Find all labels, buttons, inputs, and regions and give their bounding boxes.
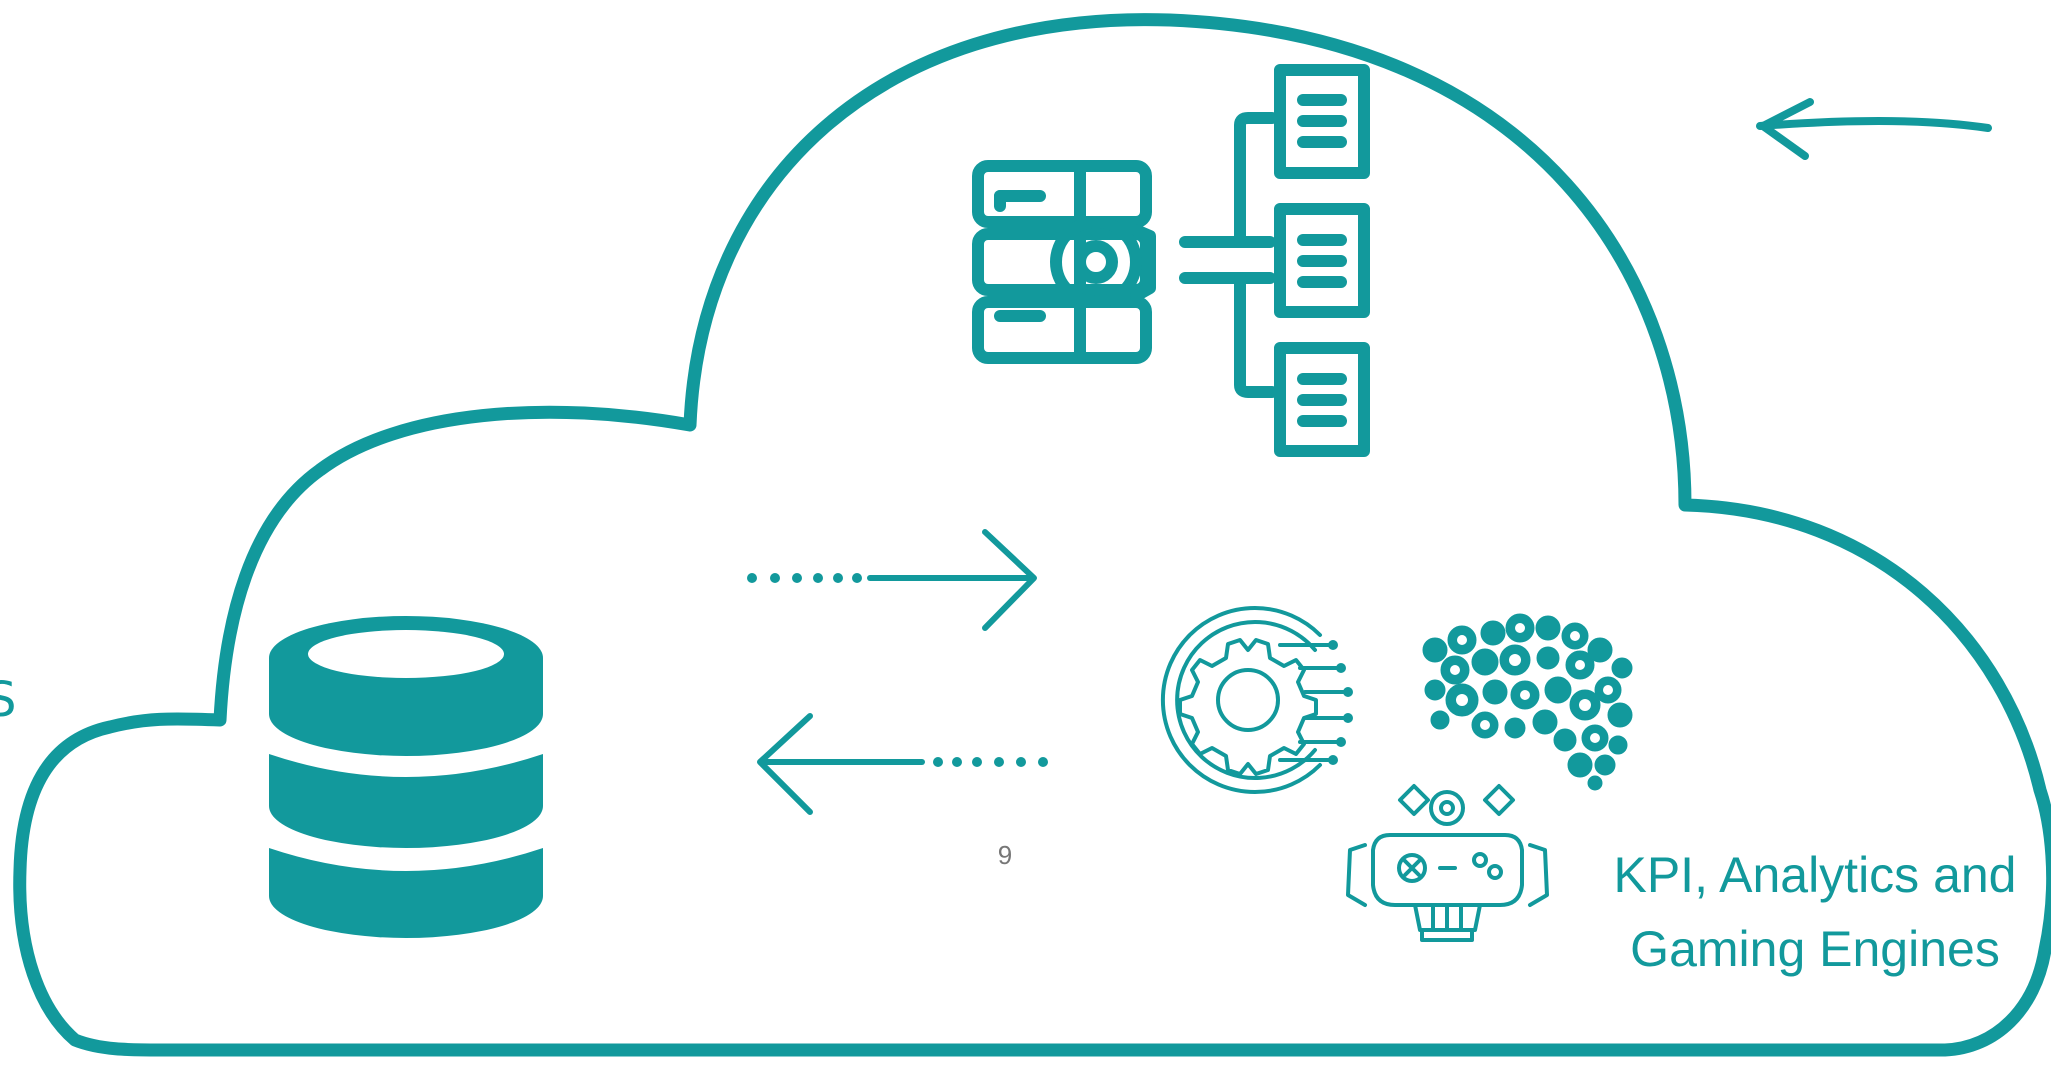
arrow-left-dotted [757,713,925,815]
kpi-label: KPI, Analytics and Gaming Engines [1580,838,2050,986]
database-icon [269,616,543,938]
kpi-label-line1: KPI, Analytics and [1613,847,2017,903]
gear-brain-holes [1450,623,1613,743]
cloud-outline [13,13,2051,1057]
circuit-nodes [1328,640,1353,765]
hand-drawn-arrow-left [1756,98,1992,160]
kpi-label-line2: Gaming Engines [1630,921,2000,977]
edge-glyph: S [0,672,17,728]
server-gear-hierarchy-icon [972,64,1370,457]
arrow-right-dotted [867,529,1037,631]
page-number: 9 [997,840,1013,870]
game-controller-robot-icon [1346,784,1549,942]
cog-circuit-icon [1160,606,1347,794]
arrow-dots [747,573,1048,767]
gear-brain-icon [1422,613,1633,791]
